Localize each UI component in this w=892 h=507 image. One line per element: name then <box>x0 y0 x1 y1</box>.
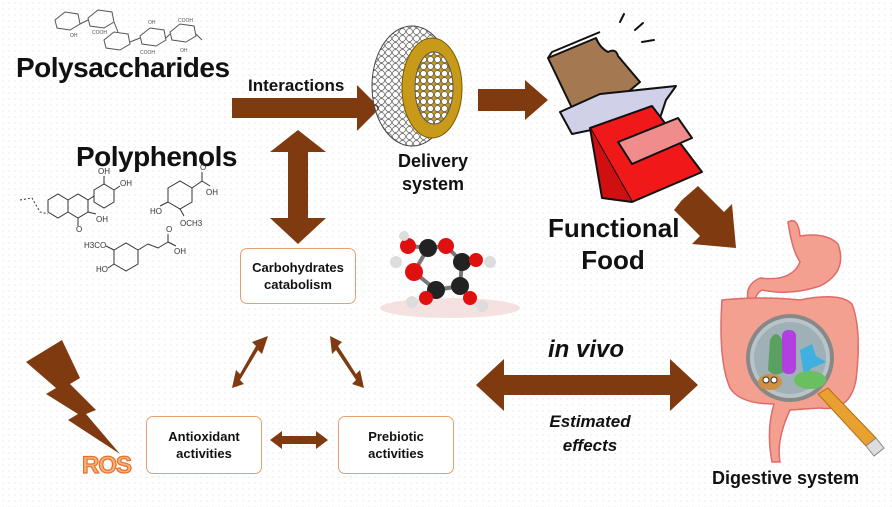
carbohydrates-line2: catabolism <box>264 277 332 292</box>
svg-text:OH: OH <box>70 33 78 39</box>
carb-antioxidant-arrow <box>232 336 268 388</box>
interactions-arrow <box>232 85 380 131</box>
ros-label: ROS <box>81 451 132 479</box>
svg-text:OH: OH <box>120 179 132 188</box>
delivery-to-food-arrow <box>478 80 548 120</box>
estimated-effects-label: Estimated effects <box>530 410 650 458</box>
delivery-line2: system <box>401 174 465 194</box>
svg-text:COOH: COOH <box>92 30 107 36</box>
estimated-line1: Estimated <box>549 412 631 431</box>
svg-text:OH: OH <box>206 188 218 197</box>
antioxidant-prebiotic-arrow <box>270 431 328 449</box>
prebiotic-line1: Prebiotic <box>368 429 424 444</box>
antioxidant-activities-box: Antioxidant activities <box>146 416 262 474</box>
prebiotic-activities-box: Prebiotic activities <box>338 416 454 474</box>
functional-food-label: Functional Food <box>548 212 680 276</box>
svg-text:HO: HO <box>96 265 108 274</box>
in-vivo-double-arrow <box>476 359 698 411</box>
svg-text:COOH: COOH <box>178 18 193 24</box>
svg-text:HO: HO <box>150 207 162 216</box>
svg-text:OH: OH <box>96 215 108 224</box>
polysaccharides-label: Polysaccharides <box>16 52 230 83</box>
functional-line1: Functional <box>548 213 680 243</box>
polyphenols-label: Polyphenols <box>76 141 237 172</box>
svg-text:COOH: COOH <box>140 50 155 56</box>
prebiotic-line2: activities <box>368 446 424 461</box>
svg-text:OH: OH <box>148 20 156 26</box>
functional-line2: Food <box>581 245 645 275</box>
svg-text:OCH3: OCH3 <box>180 219 203 228</box>
antioxidant-line1: Antioxidant <box>168 429 240 444</box>
svg-text:O: O <box>200 163 206 172</box>
svg-text:H3CO: H3CO <box>84 241 106 250</box>
polysaccharide-structure-icon: OH COOH OH COOH COOH OH <box>54 9 203 56</box>
delivery-line1: Delivery <box>397 151 469 171</box>
polyphenol-structures-icon: OH OH OH O O OH HO OCH3 H3CO HO O OH <box>19 163 218 274</box>
digestive-system-label: Digestive system <box>712 468 860 488</box>
svg-text:O: O <box>76 225 82 234</box>
interactions-label: Interactions <box>248 76 345 95</box>
svg-text:O: O <box>166 225 172 234</box>
carb-prebiotic-arrow <box>330 336 364 388</box>
carbohydrates-line1: Carbohydrates <box>252 260 344 275</box>
delivery-system-label: Delivery system <box>388 150 478 196</box>
carbohydrates-catabolism-box: Carbohydrates catabolism <box>240 248 356 304</box>
estimated-line2: effects <box>562 436 618 455</box>
antioxidant-line2: activities <box>176 446 232 461</box>
in-vivo-label: in vivo <box>548 336 625 363</box>
svg-text:OH: OH <box>174 247 186 256</box>
svg-text:OH: OH <box>98 167 110 176</box>
vertical-double-arrow <box>270 130 326 244</box>
lightning-bolt-icon <box>26 340 120 454</box>
food-to-digestive-arrow <box>674 186 736 248</box>
svg-text:OH: OH <box>180 48 188 54</box>
